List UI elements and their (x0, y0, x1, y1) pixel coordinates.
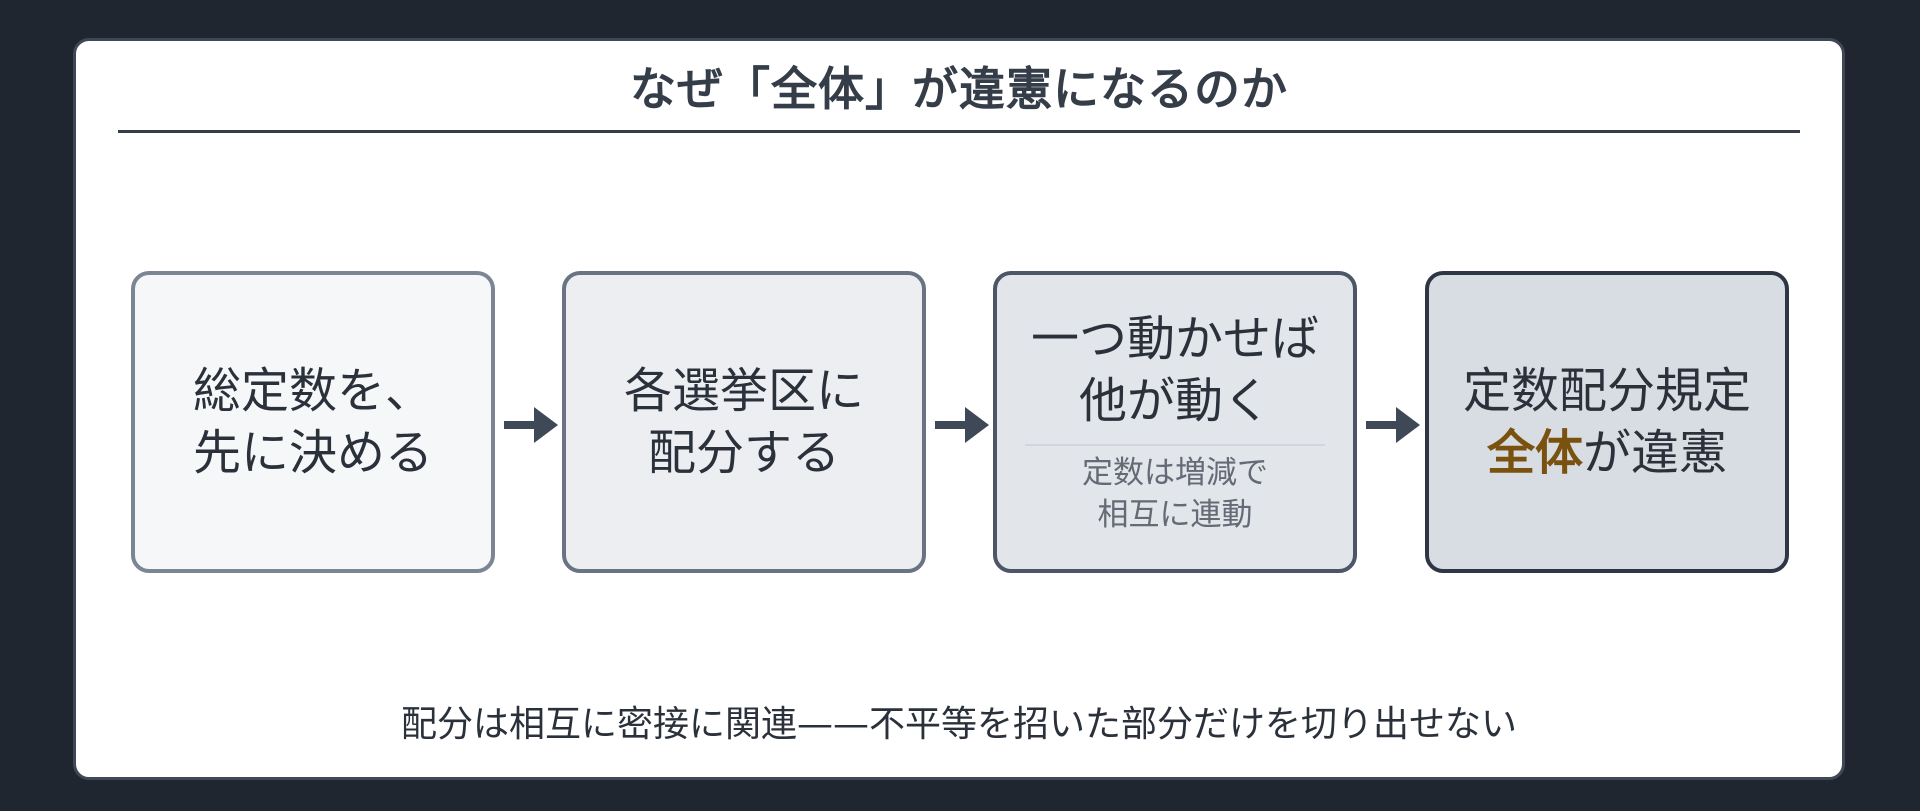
step-box-2: 各選挙区に 配分する (562, 271, 926, 573)
step-box-1: 総定数を、 先に決める (131, 271, 495, 573)
step-3-text: 一つ動かせば 他が動く (1030, 311, 1319, 429)
step-3-subtext: 定数は増減で 相互に連動 (1082, 455, 1268, 533)
arrow-right-icon (504, 407, 558, 443)
title-divider (118, 130, 1800, 133)
step-box-4: 定数配分規定全体が違憲 (1425, 271, 1789, 573)
step-4-line1: 定数配分規定 (1462, 363, 1751, 419)
flow-diagram: 総定数を、 先に決める 各選挙区に 配分する 一つ動かせば 他が動く 定数は増減… (76, 271, 1842, 573)
step-2-text: 各選挙区に 配分する (623, 363, 864, 481)
diagram-title: なぜ「全体」が違憲になるのか (630, 62, 1288, 116)
step-3-divider (1025, 444, 1325, 446)
arrow-right-icon (1366, 407, 1420, 443)
footer-caption: 配分は相互に密接に関連——不平等を招いた部分だけを切り出せない (400, 704, 1517, 745)
step-4-text: 定数配分規定全体が違憲 (1463, 360, 1751, 484)
step-1-text: 総定数を、 先に決める (192, 363, 433, 481)
step-4-highlight: 全体 (1486, 425, 1583, 481)
diagram-card: なぜ「全体」が違憲になるのか 総定数を、 先に決める 各選挙区に 配分する 一つ… (73, 38, 1845, 780)
step-4-rest: が違憲 (1582, 425, 1727, 481)
arrow-right-icon (935, 407, 989, 443)
step-box-3: 一つ動かせば 他が動く 定数は増減で 相互に連動 (993, 271, 1357, 573)
